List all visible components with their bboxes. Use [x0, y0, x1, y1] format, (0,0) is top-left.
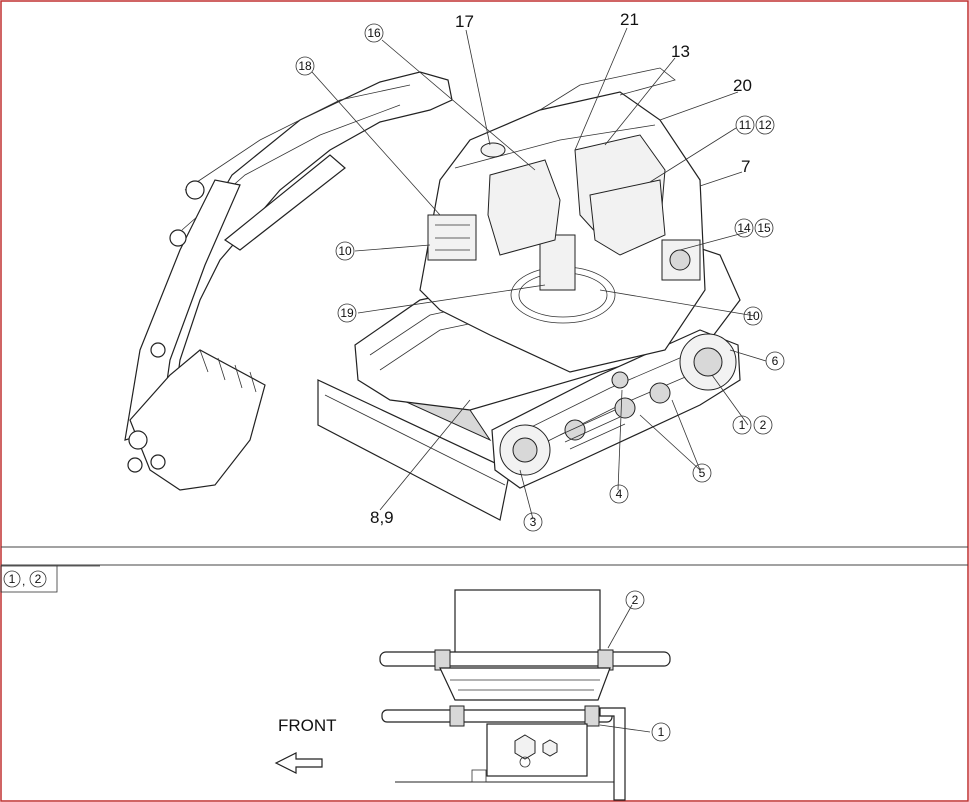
valve-block	[486, 723, 588, 777]
callout-4: 4	[609, 484, 629, 504]
track-roller	[649, 382, 671, 404]
svg-text:4: 4	[616, 487, 623, 501]
callout-16: 16	[364, 23, 384, 43]
detail-callout-1: 1	[651, 722, 671, 742]
svg-text:15: 15	[757, 221, 771, 235]
callout-3: 3	[523, 512, 543, 532]
callout-17: 17	[455, 12, 474, 31]
detail-tab: 1 , 2	[0, 565, 100, 593]
tab-sep: ,	[22, 574, 25, 588]
svg-text:19: 19	[340, 306, 354, 320]
callout-18: 18	[295, 56, 315, 76]
callout-8-9: 8,9	[370, 508, 394, 527]
svg-text:12: 12	[758, 118, 772, 132]
detail-callout-2: 2	[625, 590, 645, 610]
track-roller	[564, 419, 586, 441]
svg-text:11: 11	[739, 118, 752, 132]
front-label: FRONT	[278, 716, 337, 735]
svg-text:10: 10	[746, 309, 760, 323]
callout-11: 11	[735, 115, 755, 135]
travel-motor-detail	[379, 589, 671, 801]
callout-7: 7	[741, 157, 750, 176]
callout-5: 5	[692, 463, 712, 483]
svg-text:1: 1	[658, 725, 665, 739]
callout-10-left: 10	[335, 241, 355, 261]
motor-body	[454, 589, 601, 656]
svg-text:2: 2	[632, 593, 639, 607]
tab-label-1: 1	[9, 572, 16, 586]
swing-motor	[539, 234, 576, 291]
callout-12: 12	[755, 115, 775, 135]
svg-text:3: 3	[530, 515, 537, 529]
svg-text:5: 5	[699, 466, 706, 480]
svg-text:1: 1	[739, 418, 746, 432]
muffler	[480, 142, 506, 158]
callout-13: 13	[671, 42, 690, 61]
bucket	[129, 349, 266, 491]
callout-2: 2	[753, 415, 773, 435]
callout-15: 15	[754, 218, 774, 238]
svg-text:10: 10	[338, 244, 352, 258]
lower-flange	[381, 709, 613, 723]
track-roller	[614, 397, 636, 419]
callout-19: 19	[337, 303, 357, 323]
svg-text:6: 6	[772, 354, 779, 368]
carrier-roller	[611, 371, 629, 389]
boom-cylinder	[223, 154, 346, 251]
hydraulic-pump	[589, 179, 666, 256]
mount-bracket	[599, 707, 626, 801]
control-valve	[427, 214, 477, 261]
motor-housing	[439, 667, 611, 701]
callout-10-right: 10	[743, 306, 763, 326]
callout-1: 1	[732, 415, 752, 435]
svg-text:16: 16	[367, 26, 381, 40]
svg-text:14: 14	[737, 221, 751, 235]
front-arrow-icon	[274, 752, 323, 774]
hydraulic-tank	[487, 159, 561, 256]
svg-text:18: 18	[298, 59, 312, 73]
excavator-illustration	[124, 67, 741, 521]
upper-flange	[379, 651, 671, 667]
callout-21: 21	[620, 10, 639, 29]
callout-6: 6	[765, 351, 785, 371]
tab-label-2: 2	[35, 572, 42, 586]
callout-14: 14	[734, 218, 754, 238]
leader-lines	[311, 27, 767, 520]
callout-20: 20	[733, 76, 752, 95]
svg-text:2: 2	[760, 418, 767, 432]
dozer-blade	[317, 379, 511, 521]
